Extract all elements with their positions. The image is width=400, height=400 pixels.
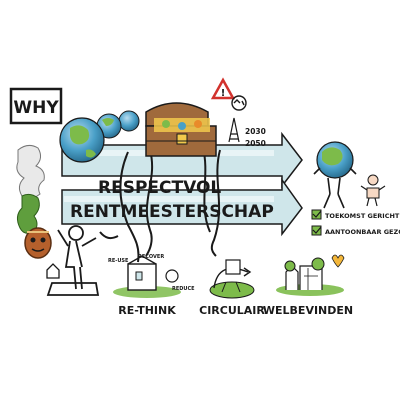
- svg-text:!: !: [221, 88, 226, 99]
- checkbox-icon: [311, 225, 322, 236]
- year-2030: 2030: [245, 127, 266, 136]
- globe-icon: [59, 110, 140, 163]
- banner-line-2: RENTMEESTERSCHAP: [70, 202, 274, 222]
- rethink-title: RE-THINK: [118, 304, 176, 317]
- welbevinden-illustration: [276, 254, 345, 296]
- rethink-illustration: RE-USE RECOVER REDUCE: [108, 254, 195, 298]
- why-frame-icon: WHY: [9, 87, 63, 125]
- eiffel-tower-icon: [228, 117, 240, 143]
- heart-icon: [331, 254, 345, 268]
- why-label: WHY: [13, 98, 59, 118]
- checklist: TOEKOMST GERICHT AANTOONBAAR GEZOND: [311, 209, 400, 236]
- rethink-label-recover: RECOVER: [138, 254, 164, 260]
- year-2050: 2050: [245, 139, 266, 148]
- circulair-title: CIRCULAIR: [199, 304, 265, 317]
- globe-carrier-figure: [313, 141, 357, 209]
- recycle-icon: [231, 95, 247, 111]
- checklist-item-1: TOEKOMST GERICHT: [325, 212, 400, 220]
- person-icon: [46, 225, 100, 296]
- checkbox-icon: [311, 209, 322, 220]
- warning-sign-icon: !: [210, 77, 236, 100]
- checklist-item-2: AANTOONBAAR GEZOND: [325, 228, 400, 236]
- circulair-illustration: [209, 259, 255, 299]
- house-icon: [46, 263, 60, 279]
- rethink-label-reduce: REDUCE: [172, 286, 195, 292]
- banner-line-1: RESPECTVOL: [98, 178, 221, 198]
- rethink-label-reuse: RE-USE: [108, 258, 129, 264]
- map-icon: [16, 144, 45, 234]
- treasure-chest-icon: [145, 102, 217, 157]
- welbevinden-title: WELBEVINDEN: [263, 304, 353, 317]
- child-icon: [360, 174, 386, 207]
- mask-icon: [24, 227, 52, 259]
